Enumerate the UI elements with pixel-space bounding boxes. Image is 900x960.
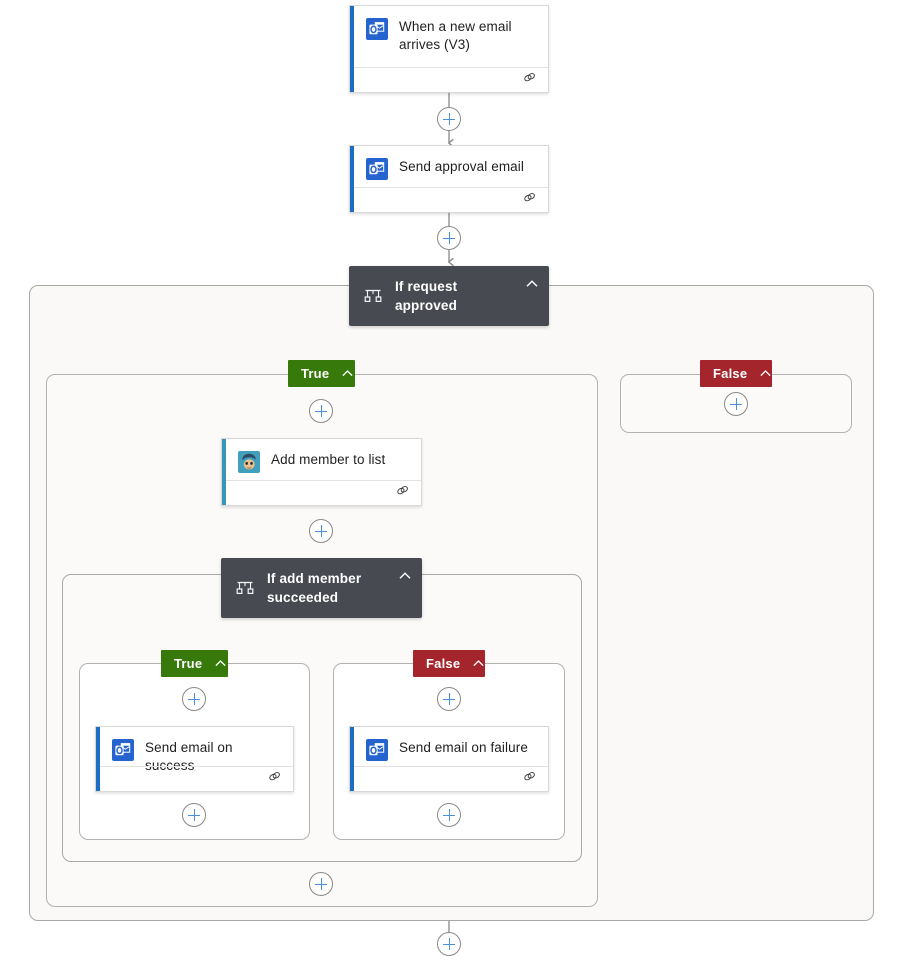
condition-title: If add member succeeded — [267, 571, 362, 605]
card-footer — [354, 766, 548, 791]
add-step-button-before-send-failure[interactable] — [437, 687, 461, 711]
condition-title: If request approved — [395, 279, 458, 313]
card-footer — [100, 766, 293, 791]
card-title: Send approval email — [399, 159, 524, 174]
add-step-button-after-outer-condition[interactable] — [437, 932, 461, 956]
outlook-icon — [112, 739, 134, 761]
link-icon[interactable] — [522, 190, 537, 210]
add-step-button-after-send-approval[interactable] — [437, 226, 461, 250]
card-accent-bar — [350, 727, 354, 791]
card-footer — [226, 480, 421, 505]
node-add-member-to-list[interactable]: Add member to list — [221, 438, 422, 506]
branch-label: True — [174, 656, 203, 671]
chevron-up-icon[interactable] — [472, 657, 485, 670]
outlook-icon — [366, 158, 388, 180]
add-step-button-after-trigger[interactable] — [437, 107, 461, 131]
add-step-button-before-send-success[interactable] — [182, 687, 206, 711]
card-header: When a new email arrives (V3) — [350, 6, 548, 63]
card-accent-bar — [222, 439, 226, 505]
link-icon[interactable] — [522, 769, 537, 789]
add-step-button-after-send-failure[interactable] — [437, 803, 461, 827]
branch-label: False — [426, 656, 461, 671]
node-send-email-on-failure[interactable]: Send email on failure — [349, 726, 549, 792]
node-if-add-member-succeeded[interactable]: If add member succeeded — [221, 558, 422, 618]
chevron-up-icon[interactable] — [398, 569, 412, 583]
add-step-button-false-branch-outer[interactable] — [724, 392, 748, 416]
branch-badge-true-outer[interactable]: True — [288, 360, 355, 387]
card-header: Send email on success — [96, 727, 293, 784]
add-step-button-after-inner-condition[interactable] — [309, 872, 333, 896]
add-step-button-after-send-success[interactable] — [182, 803, 206, 827]
chevron-up-icon[interactable] — [525, 277, 539, 291]
chevron-up-icon[interactable] — [214, 657, 227, 670]
branch-badge-false-inner[interactable]: False — [413, 650, 485, 677]
node-if-request-approved[interactable]: If request approved — [349, 266, 549, 326]
card-accent-bar — [350, 146, 354, 212]
branch-label: True — [301, 366, 330, 381]
card-title: When a new email arrives (V3) — [399, 19, 512, 52]
link-icon[interactable] — [267, 769, 282, 789]
add-step-button-after-add-member[interactable] — [309, 519, 333, 543]
card-accent-bar — [96, 727, 100, 791]
node-send-email-on-success[interactable]: Send email on success — [95, 726, 294, 792]
branch-badge-false-outer[interactable]: False — [700, 360, 772, 387]
condition-icon — [235, 578, 255, 598]
outlook-icon — [366, 18, 388, 40]
add-step-button-before-add-member[interactable] — [309, 399, 333, 423]
chevron-up-icon[interactable] — [759, 367, 772, 380]
branch-label: False — [713, 366, 748, 381]
condition-icon — [363, 286, 383, 306]
card-footer — [354, 67, 548, 92]
node-when-a-new-email-arrives[interactable]: When a new email arrives (V3) — [349, 5, 549, 93]
branch-badge-true-inner[interactable]: True — [161, 650, 228, 677]
card-accent-bar — [350, 6, 354, 92]
card-header: Send email on failure — [350, 727, 548, 770]
node-send-approval-email[interactable]: Send approval email — [349, 145, 549, 213]
link-icon[interactable] — [522, 70, 537, 90]
mailchimp-icon — [238, 451, 260, 473]
outlook-icon — [366, 739, 388, 761]
card-footer — [354, 187, 548, 212]
card-title: Send email on success — [145, 740, 233, 773]
chevron-up-icon[interactable] — [341, 367, 354, 380]
card-header: Add member to list — [222, 439, 421, 482]
link-icon[interactable] — [395, 483, 410, 503]
card-header: Send approval email — [350, 146, 548, 189]
card-title: Send email on failure — [399, 740, 528, 755]
card-title: Add member to list — [271, 452, 386, 467]
